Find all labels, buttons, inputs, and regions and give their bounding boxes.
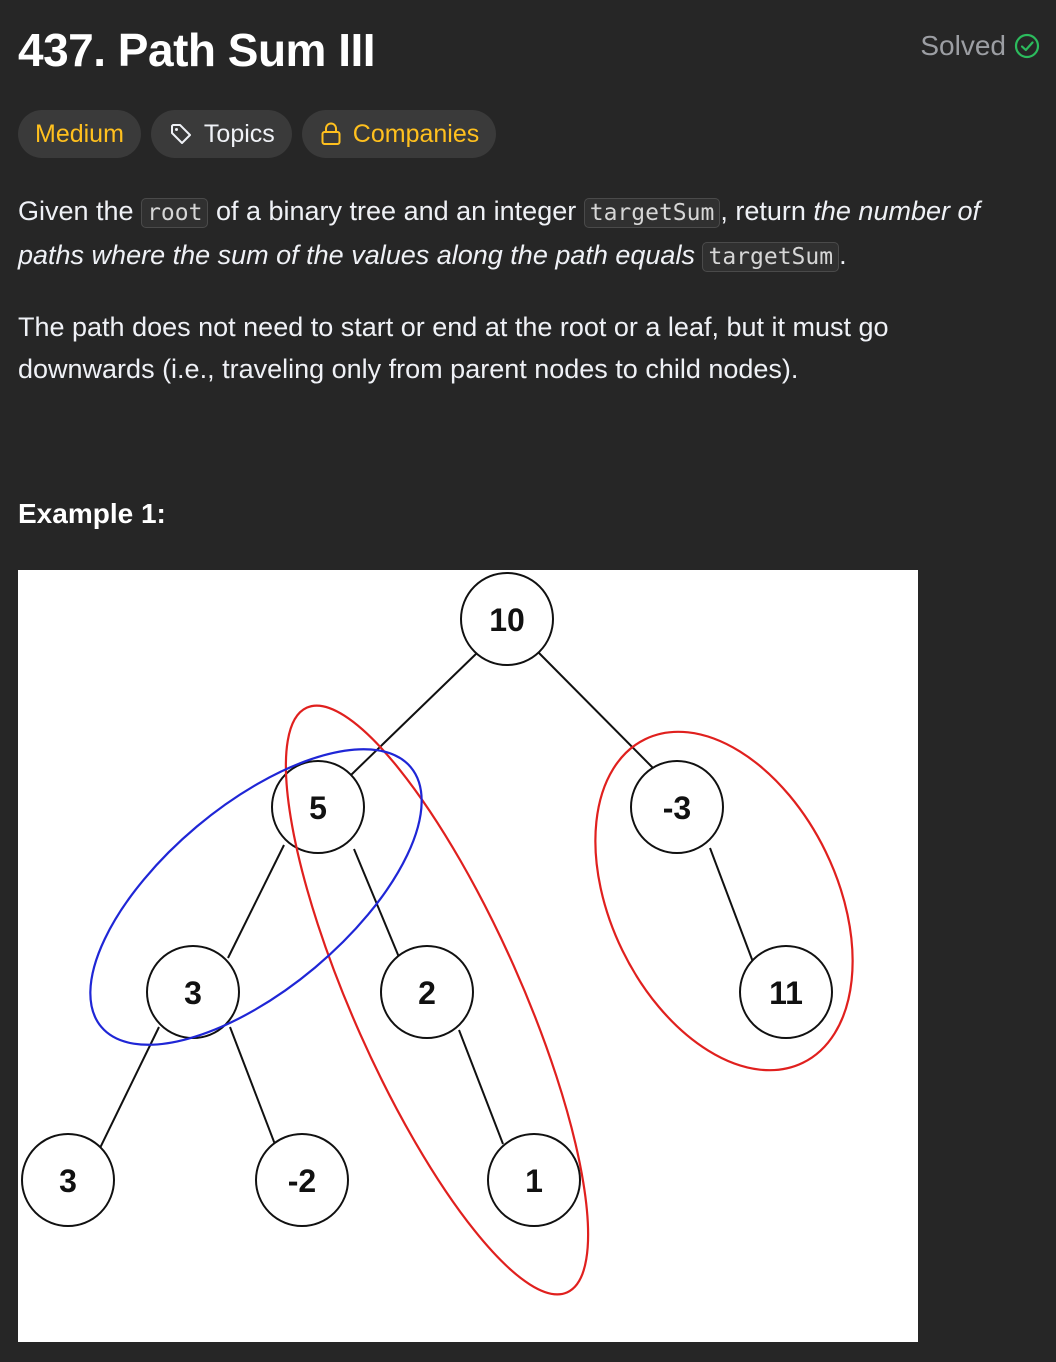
problem-header: 437. Path Sum III Solved: [18, 18, 1040, 78]
node-label: 3: [184, 975, 202, 1011]
example-tree-image: 10 5 -3 3 2 11: [18, 570, 918, 1342]
node-label: 1: [525, 1163, 543, 1199]
topics-button[interactable]: Topics: [150, 110, 292, 158]
topics-label: Topics: [203, 119, 275, 148]
companies-button[interactable]: Companies: [301, 110, 497, 158]
tag-icon: [168, 121, 194, 147]
problem-note: The path does not need to start or end a…: [18, 312, 889, 384]
tree-diagram: 10 5 -3 3 2 11: [21, 572, 854, 1296]
tree-nodes: 10 5 -3 3 2 11: [21, 572, 833, 1227]
edge-10-5: [350, 651, 479, 776]
solved-status: Solved: [920, 30, 1040, 62]
solved-label: Solved: [920, 30, 1006, 61]
code-targetsum: targetSum: [702, 242, 840, 272]
tree-node: 11: [739, 945, 833, 1039]
tag-row: Medium Topics Companies: [18, 110, 497, 158]
path-highlight-5-3: [89, 748, 423, 1046]
path-highlights: [89, 704, 854, 1296]
path-highlight-5-2-1: [284, 704, 590, 1296]
code-targetsum: targetSum: [583, 198, 721, 228]
edge-3-3: [99, 1026, 160, 1149]
tree-node: -2: [255, 1133, 349, 1227]
node-label: 11: [769, 975, 803, 1011]
tree-node: 5: [271, 760, 365, 854]
tree-node: -3: [630, 760, 724, 854]
path-highlight-m3-11: [594, 730, 854, 1072]
check-circle-icon: [1014, 33, 1040, 59]
desc-text: of a binary tree and an integer: [208, 196, 584, 226]
tree-node: 3: [146, 945, 240, 1039]
difficulty-label: Medium: [35, 119, 124, 148]
edge-5-3: [227, 844, 285, 959]
example-heading: Example 1:: [18, 498, 166, 529]
tree-node: 10: [460, 572, 554, 666]
desc-text: , return: [720, 196, 814, 226]
difficulty-badge: Medium: [18, 110, 141, 158]
tree-node: 3: [21, 1133, 115, 1227]
edge-2-1: [458, 1029, 504, 1145]
problem-description: Given the root of a binary tree and an i…: [18, 190, 1028, 278]
node-label: -3: [663, 790, 691, 826]
edge-3-m2: [229, 1026, 277, 1148]
edge-5-2: [353, 848, 402, 963]
tree-edges: [99, 651, 754, 1149]
problem-title: 437. Path Sum III: [18, 24, 376, 76]
tree-node: 2: [380, 945, 474, 1039]
desc-text: .: [839, 240, 847, 270]
node-label: -2: [288, 1163, 316, 1199]
node-label: 5: [309, 790, 327, 826]
tree-node: 1: [487, 1133, 581, 1227]
code-root: root: [141, 198, 209, 228]
node-label: 3: [59, 1163, 77, 1199]
node-label: 10: [489, 602, 525, 638]
edge-10-m3: [537, 651, 656, 771]
node-label: 2: [418, 975, 436, 1011]
companies-label: Companies: [352, 119, 480, 148]
edge-m3-11: [709, 847, 754, 963]
desc-emphasis: the number of paths where the sum of the…: [18, 196, 980, 270]
desc-text: Given the: [18, 196, 142, 226]
lock-icon: [319, 121, 343, 147]
